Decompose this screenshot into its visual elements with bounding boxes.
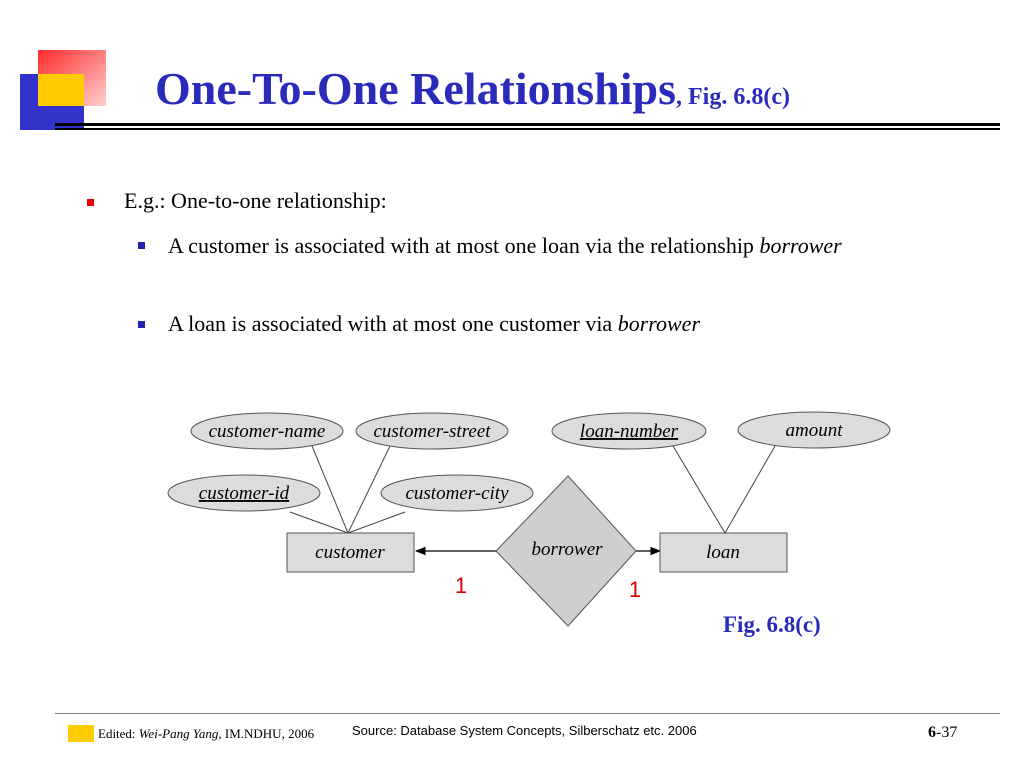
attribute-loan-number: loan-number (551, 412, 707, 450)
entity-loan: loan (659, 532, 788, 573)
footer-author: Wei-Pang Yang, (138, 726, 222, 741)
bullet-emphasis: borrower (617, 311, 701, 336)
page-chapter: 6 (928, 724, 936, 741)
footer-rule (55, 713, 1000, 714)
figure-caption: Fig. 6.8(c) (723, 612, 821, 637)
attribute-label-key: loan-number (580, 421, 679, 442)
bullet-text: A customer is associated with at most on… (168, 233, 760, 258)
attribute-customer-name: customer-name (190, 412, 344, 450)
attribute-label-key: customer-id (199, 483, 290, 504)
entity-label: customer (315, 542, 385, 563)
cardinality-loan: 1 (629, 577, 641, 602)
attribute-customer-id: customer-id (167, 474, 321, 512)
title-rule-thick (55, 123, 1000, 126)
relationship-label: borrower (531, 539, 603, 560)
bullet-level2-loan: A loan is associated with at most one cu… (168, 306, 700, 342)
bullet-emphasis: borrower (759, 233, 842, 258)
attribute-customer-city: customer-city (380, 474, 534, 512)
title-rule-thin (55, 128, 1000, 130)
entity-label: loan (706, 542, 740, 563)
bullet-marker-blue (138, 242, 145, 249)
entity-customer: customer (286, 532, 415, 573)
attribute-amount: amount (737, 411, 891, 449)
relationship-borrower: borrower (495, 475, 637, 627)
attribute-label: customer-name (209, 421, 326, 442)
footer-source: Source: Database System Concepts, Silber… (352, 723, 697, 738)
logo-yellow-square (38, 74, 84, 106)
attribute-connectors (289, 445, 776, 534)
bullet-level2-customer: A customer is associated with at most on… (168, 228, 948, 264)
attribute-customer-street: customer-street (355, 412, 509, 450)
er-diagram: customer-name customer-street customer-i… (167, 411, 891, 627)
attribute-label: amount (786, 420, 844, 441)
bullet-marker-blue (138, 321, 145, 328)
slide-title: One-To-One Relationships, Fig. 6.8(c) (155, 62, 790, 115)
page-index: -37 (936, 724, 958, 741)
footer-edited: Edited: Wei-Pang Yang, IM.NDHU, 2006 (98, 726, 314, 742)
bullet-level1: E.g.: One-to-one relationship: (124, 188, 387, 213)
attribute-label: customer-street (373, 421, 491, 442)
bullet-marker-red (87, 199, 94, 206)
page-number: 6-37 (928, 724, 957, 742)
title-main: One-To-One Relationships (155, 63, 677, 114)
attribute-label: customer-city (405, 483, 509, 504)
title-suffix: , Fig. 6.8(c) (676, 84, 790, 110)
logo-squares (20, 50, 106, 130)
footer-yellow-box (68, 725, 94, 742)
cardinality-customer: 1 (455, 573, 467, 598)
footer-edited-label: Edited: (98, 726, 136, 741)
footer-org: IM.NDHU, 2006 (224, 726, 315, 741)
bullet-text: A loan is associated with at most one cu… (168, 311, 618, 336)
